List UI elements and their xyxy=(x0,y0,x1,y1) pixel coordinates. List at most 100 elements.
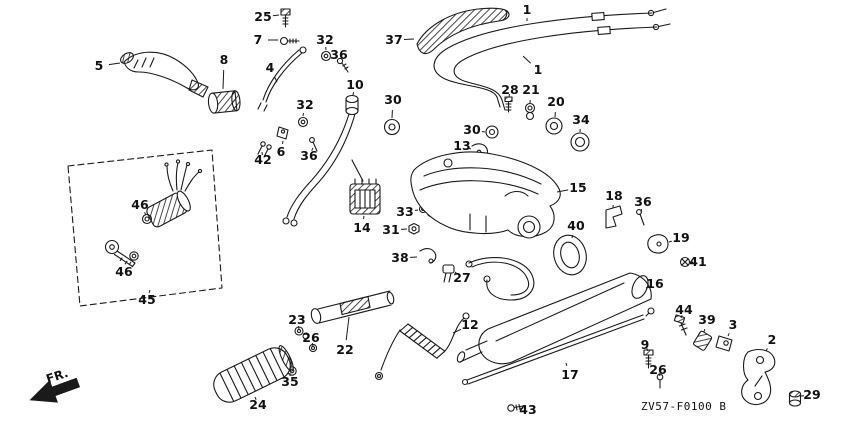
shift-lever xyxy=(120,51,209,98)
part-callout-25: 25 xyxy=(254,8,272,24)
return-spring-12 xyxy=(374,312,470,381)
screw-41 xyxy=(679,256,691,268)
part-callout-33: 33 xyxy=(396,203,414,219)
washer-32-lower xyxy=(297,116,309,128)
part-callout-17: 17 xyxy=(561,366,579,382)
handle-grip-37 xyxy=(416,7,510,55)
part-callout-46: 46 xyxy=(131,196,149,212)
leader-line xyxy=(254,396,257,400)
screw-36-mid xyxy=(309,137,318,152)
bracket-2 xyxy=(741,349,776,406)
part-callout-26: 26 xyxy=(649,361,667,377)
leader-line xyxy=(272,14,280,17)
part-callout-34: 34 xyxy=(572,111,590,127)
leader-line xyxy=(765,348,768,352)
part-callout-18: 18 xyxy=(605,187,623,203)
leader-line xyxy=(363,215,365,220)
leader-line xyxy=(222,69,225,90)
key xyxy=(104,239,136,268)
leader-line xyxy=(481,131,486,133)
clip-19 xyxy=(647,234,669,254)
washer-32-upper xyxy=(320,50,332,62)
part-callout-36: 36 xyxy=(634,193,652,209)
leader-line xyxy=(345,316,350,341)
part-callout-30: 30 xyxy=(384,91,402,107)
leader-line xyxy=(680,315,683,319)
part-callout-1: 1 xyxy=(522,1,532,17)
bolt-44 xyxy=(673,314,688,336)
wire-harness-10 xyxy=(282,94,364,227)
part-callout-24: 24 xyxy=(249,396,267,412)
part-callout-6: 6 xyxy=(276,143,286,159)
part-callout-27: 27 xyxy=(453,269,471,285)
spacer-39 xyxy=(693,330,713,351)
tiller-grip-24 xyxy=(213,345,294,403)
leader-line xyxy=(640,208,643,213)
part-callout-46: 46 xyxy=(115,263,133,279)
leader-line xyxy=(668,240,672,243)
part-callout-39: 39 xyxy=(698,311,716,327)
part-callout-35: 35 xyxy=(281,373,299,389)
ignition-switch-inset xyxy=(67,149,223,307)
leader-line xyxy=(703,328,706,333)
leader-line xyxy=(352,91,355,96)
leader-line xyxy=(658,373,661,377)
part-callout-12: 12 xyxy=(461,316,479,332)
front-direction-arrow xyxy=(29,377,81,403)
part-callout-19: 19 xyxy=(672,229,690,245)
part-callout-9: 9 xyxy=(640,336,650,352)
leader-line xyxy=(302,112,304,117)
part-callout-36: 36 xyxy=(300,147,318,163)
switch-wires xyxy=(166,162,200,192)
nut-31 xyxy=(408,222,420,235)
part-callout-7: 7 xyxy=(253,31,263,47)
part-callout-3: 3 xyxy=(728,316,738,332)
leader-line xyxy=(144,212,147,216)
part-callout-32: 32 xyxy=(296,96,314,112)
part-callout-45: 45 xyxy=(138,291,156,307)
part-callout-15: 15 xyxy=(569,179,587,195)
part-callout-14: 14 xyxy=(353,219,371,235)
leader-line xyxy=(454,271,458,275)
part-callout-1: 1 xyxy=(533,61,543,77)
part-callout-29: 29 xyxy=(803,386,821,402)
leader-line xyxy=(311,342,314,347)
part-callout-40: 40 xyxy=(567,217,585,233)
leader-line xyxy=(452,328,462,334)
part-callout-26: 26 xyxy=(302,329,320,345)
screw-7 xyxy=(279,36,300,46)
part-callout-42: 42 xyxy=(254,151,272,167)
part-callout-22: 22 xyxy=(336,341,354,357)
part-callout-38: 38 xyxy=(391,249,409,265)
ring-46-upper xyxy=(141,213,153,225)
clamp-27 xyxy=(442,264,455,283)
leader-line xyxy=(403,38,415,40)
leader-line xyxy=(148,289,151,294)
part-callout-37: 37 xyxy=(385,31,403,47)
leader-line xyxy=(108,62,121,66)
part-callout-23: 23 xyxy=(288,311,306,327)
grommet-30-right xyxy=(485,125,499,139)
part-callout-41: 41 xyxy=(689,253,707,269)
throttle-cables-1 xyxy=(433,8,671,111)
handle-tube-16 xyxy=(456,272,652,365)
leader-line xyxy=(282,140,284,145)
part-callout-28: 28 xyxy=(501,81,519,97)
part-callout-10: 10 xyxy=(346,76,364,92)
leader-line xyxy=(571,235,574,239)
ring-46-lower xyxy=(129,251,139,261)
part-callout-13: 13 xyxy=(453,137,471,153)
part-callout-32: 32 xyxy=(316,31,334,47)
screws-42 xyxy=(257,141,272,158)
bracket-6 xyxy=(276,126,289,140)
leader-line xyxy=(645,286,649,289)
clamp-3 xyxy=(715,335,733,352)
leader-line xyxy=(522,55,532,64)
grommet-30-left xyxy=(383,118,401,136)
nut-21 xyxy=(524,102,536,121)
part-callout-16: 16 xyxy=(646,275,664,291)
screw-36-upper xyxy=(336,57,349,73)
